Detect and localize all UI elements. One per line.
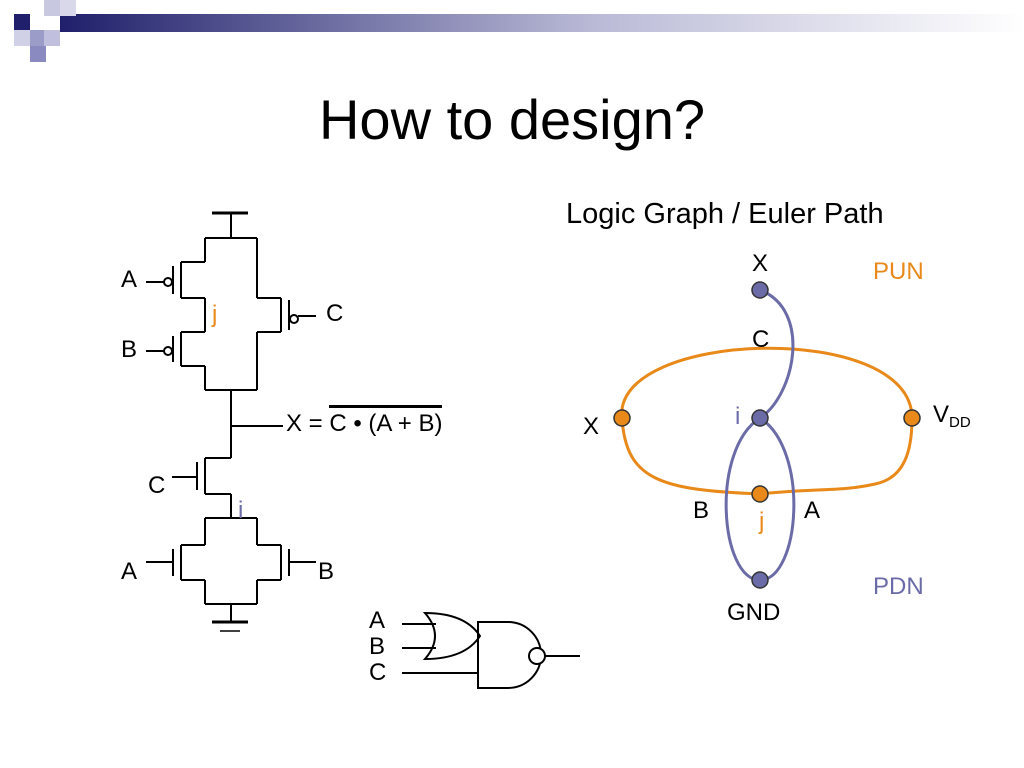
deco-square [44,0,60,16]
graph-label-j: j [759,508,765,535]
deco-square [60,0,76,16]
gate-label-c: C [369,659,387,686]
slide-title: How to design? [318,88,705,151]
pun-edge-c [620,346,914,419]
deco-square [14,14,30,30]
label-node-j: j [212,301,218,328]
node-x-left [613,409,631,427]
output-equation: X = C • (A + B) [286,405,443,437]
gate-label-a: A [369,607,386,634]
deco-square [30,46,46,62]
nmos-b [256,518,316,604]
graph-title: Logic Graph / Euler Path [566,198,884,230]
gate-label-b: B [369,633,386,660]
graph-label-gnd: GND [727,599,781,626]
node-gnd [751,571,769,589]
header-decoration [14,0,1024,62]
node-vdd [903,409,921,427]
node-x-top [751,281,769,299]
graph-label-vdd: VDD [933,401,971,431]
label-input-a-pmos: A [121,266,138,293]
pmos-c [256,238,316,390]
graph-label-c: C [752,326,770,353]
nmos-a [146,518,206,604]
label-node-i: i [238,497,244,524]
pun-edge-a [759,417,914,496]
pdn-edge-a [759,416,796,582]
graph-label-x-top: X [752,250,769,277]
deco-square [14,30,30,46]
pmos-b [146,331,206,390]
vdd-subscript: DD [949,414,971,431]
graph-label-x-left: X [583,413,600,440]
node-i [751,409,769,427]
graph-label-i: i [735,403,741,430]
pmos-a [146,238,206,332]
label-input-a-nmos: A [121,558,138,585]
label-input-b-nmos: B [318,558,335,585]
graph-label-b: B [693,497,710,524]
pdn-edge-b [724,416,761,582]
label-pdn: PDN [873,573,924,600]
pdn-edge-c [759,288,795,420]
or-gate [422,611,482,661]
nmos-c [172,457,232,518]
vdd-main: V [933,401,950,428]
deco-square [30,30,46,46]
label-input-b-pmos: B [121,336,138,363]
label-input-c-pmos: C [326,300,344,327]
graph-label-a: A [804,497,821,524]
node-j [751,485,769,503]
equation-prefix: X = [286,410,330,437]
banner-bar [60,14,1024,32]
deco-square [44,30,60,46]
equation-overlined: C • (A + B) [329,405,443,437]
label-pun: PUN [873,258,924,285]
label-input-c-nmos: C [148,472,166,499]
